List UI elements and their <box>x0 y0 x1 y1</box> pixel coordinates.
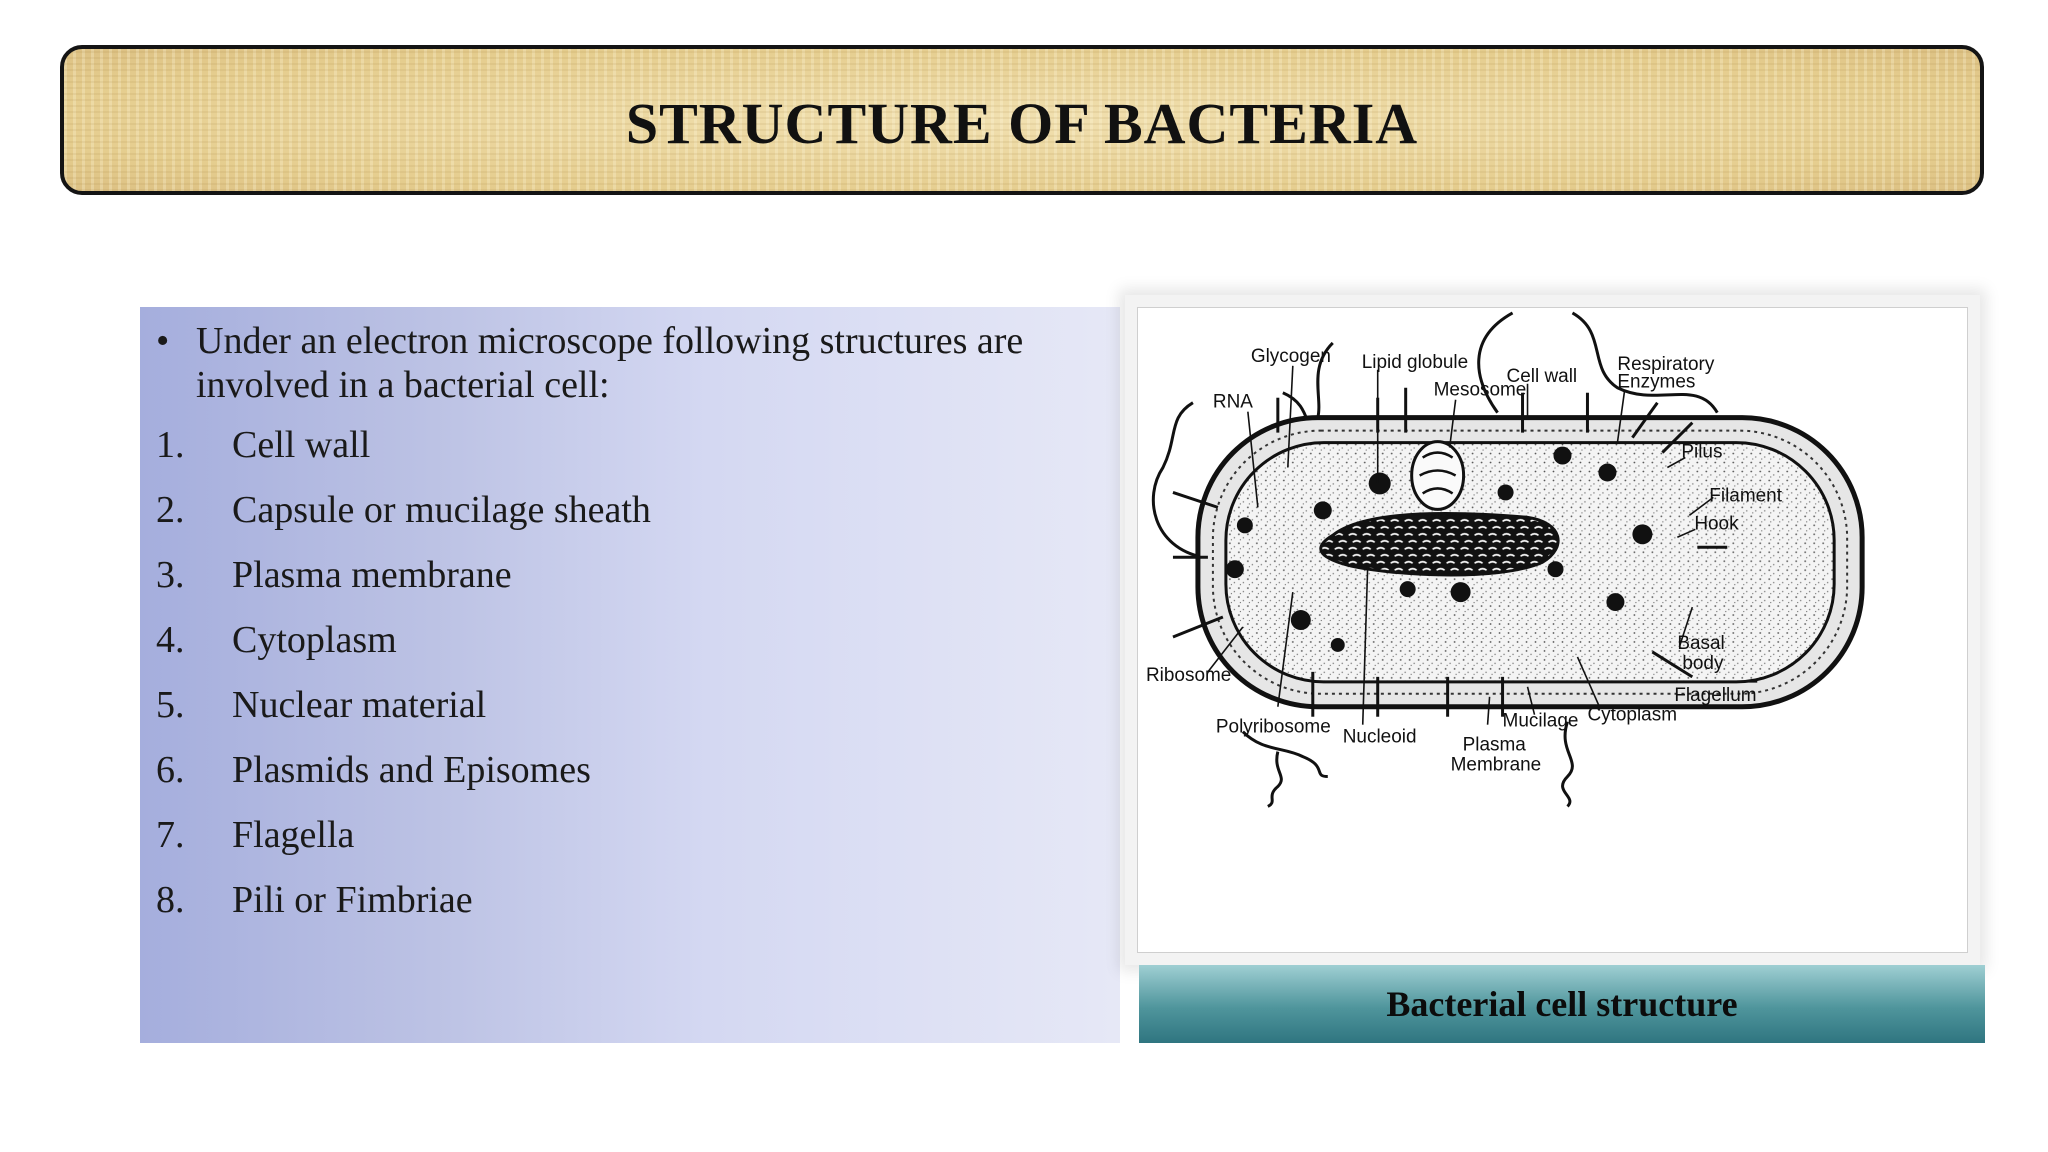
item-label: Capsule or mucilage sheath <box>232 489 651 531</box>
item-number: 2. <box>156 489 185 531</box>
item-number: 6. <box>156 749 185 791</box>
label-body: body <box>1682 653 1724 674</box>
structure-list: 1. Cell wall 2. Capsule or mucilage sheath… <box>156 423 1100 943</box>
list-item: 7. Flagella <box>156 813 1100 878</box>
label-membrane: Membrane <box>1451 755 1542 776</box>
label-basal: Basal <box>1677 633 1724 654</box>
item-label: Cytoplasm <box>232 619 397 661</box>
label-cytoplasm: Cytoplasm <box>1587 705 1677 726</box>
label-plasma: Plasma <box>1463 735 1527 756</box>
label-flagellum: Flagellum <box>1674 685 1756 706</box>
item-label: Plasmids and Episomes <box>232 749 591 791</box>
list-item: 1. Cell wall <box>156 423 1100 488</box>
intro-bullet: • Under an electron microscope following… <box>156 319 1100 407</box>
item-number: 1. <box>156 424 185 466</box>
label-mucilage: Mucilage <box>1503 711 1579 732</box>
item-label: Cell wall <box>232 424 371 466</box>
list-item: 5. Nuclear material <box>156 683 1100 748</box>
item-number: 7. <box>156 814 185 856</box>
figure-frame: Glycogen Lipid globule Cell wall Mesosom… <box>1125 295 1980 965</box>
label-enzymes: Enzymes <box>1617 372 1695 393</box>
label-nucleoid: Nucleoid <box>1343 727 1417 748</box>
item-number: 3. <box>156 554 185 596</box>
mesosome-folds <box>1419 451 1457 495</box>
diagram-labels: Glycogen Lipid globule Cell wall Mesosom… <box>1146 346 1783 776</box>
label-pilus: Pilus <box>1681 442 1722 463</box>
item-label: Nuclear material <box>232 684 487 726</box>
item-label: Pili or Fimbriae <box>232 879 473 921</box>
label-glycogen: Glycogen <box>1251 346 1331 367</box>
nucleoid-shape <box>1319 511 1560 577</box>
item-label: Flagella <box>232 814 355 856</box>
item-number: 4. <box>156 619 185 661</box>
structure-list-panel: • Under an electron microscope following… <box>140 307 1120 1043</box>
label-filament: Filament <box>1709 485 1782 506</box>
item-number: 5. <box>156 684 185 726</box>
figure-canvas: Glycogen Lipid globule Cell wall Mesosom… <box>1137 307 1968 953</box>
label-ribosome: Ribosome <box>1146 665 1231 686</box>
bullet-marker: • <box>156 320 170 362</box>
list-item: 3. Plasma membrane <box>156 553 1100 618</box>
list-item: 2. Capsule or mucilage sheath <box>156 488 1100 553</box>
list-item: 6. Plasmids and Episomes <box>156 748 1100 813</box>
list-item: 4. Cytoplasm <box>156 618 1100 683</box>
bacterial-cell-diagram: Glycogen Lipid globule Cell wall Mesosom… <box>1146 311 1865 808</box>
label-rna: RNA <box>1213 392 1253 413</box>
figure-caption-bar: Bacterial cell structure <box>1139 965 1985 1043</box>
label-cell-wall: Cell wall <box>1507 366 1578 387</box>
title-banner: STRUCTURE OF BACTERIA <box>60 45 1984 195</box>
label-polyribosome: Polyribosome <box>1216 717 1331 738</box>
pili <box>1172 387 1728 717</box>
label-respiratory: Respiratory <box>1617 354 1714 375</box>
inclusions <box>1225 446 1653 652</box>
list-item: 8. Pili or Fimbriae <box>156 878 1100 943</box>
item-number: 8. <box>156 879 185 921</box>
slide-title: STRUCTURE OF BACTERIA <box>625 90 1419 156</box>
intro-text: Under an electron microscope following s… <box>196 320 1024 406</box>
label-hook: Hook <box>1694 513 1739 534</box>
leader-lines <box>1207 365 1758 725</box>
figure-caption: Bacterial cell structure <box>1386 984 1738 1024</box>
label-mesosome: Mesosome <box>1434 380 1527 401</box>
label-lipid-globule: Lipid globule <box>1362 352 1468 373</box>
item-label: Plasma membrane <box>232 554 512 596</box>
